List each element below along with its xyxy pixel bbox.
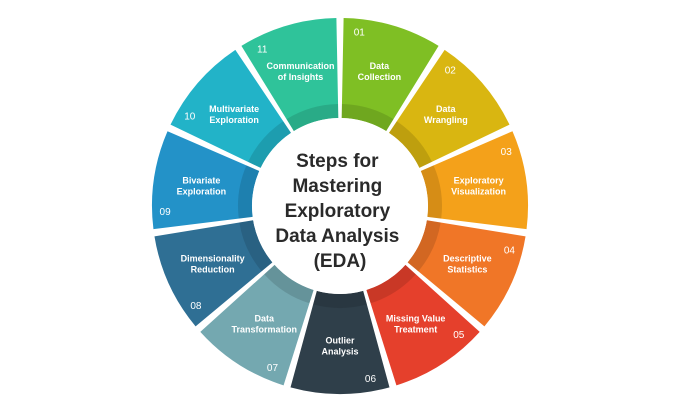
step-segment-shape: [152, 131, 260, 230]
step-segment-shape: [366, 264, 480, 386]
step-label-line: Data: [370, 61, 391, 71]
step-label-line: Exploratory: [454, 176, 504, 186]
step-number-06: 06: [365, 374, 377, 385]
step-segment-inner-shade: [420, 165, 443, 219]
step-label-line: of Insights: [278, 72, 324, 82]
step-segment-shape: [170, 49, 292, 168]
step-number-01: 01: [354, 28, 366, 39]
step-segment-inner-shade: [239, 220, 273, 272]
step-label-line: Outlier: [325, 336, 355, 346]
center-title-line-4: Data Analysis: [275, 226, 399, 247]
step-label-line: Visualization: [451, 187, 506, 197]
step-segment-shape: [290, 290, 390, 394]
step-number-07: 07: [267, 363, 279, 374]
step-segment-inner-shade: [407, 220, 441, 272]
center-circle: [252, 118, 428, 294]
step-label-line: Transformation: [232, 324, 298, 334]
center-title-line-2: Mastering: [292, 176, 382, 197]
step-number-05: 05: [453, 330, 465, 341]
step-number-04: 04: [504, 245, 516, 256]
step-segment-inner-shade: [313, 290, 367, 308]
step-number-11: 11: [257, 45, 268, 56]
step-segment-inner-shade: [341, 104, 394, 132]
step-label-line: Dimensionality: [181, 254, 245, 264]
center-hub: Steps for Mastering Exploratory Data Ana…: [252, 118, 428, 294]
step-number-03: 03: [501, 147, 513, 158]
step-segment-shape: [341, 18, 439, 132]
center-title-line-1: Steps for: [296, 151, 379, 172]
step-label-line: Reduction: [191, 265, 235, 275]
step-segment-inner-shade: [238, 165, 260, 219]
step-segment-shape: [241, 18, 339, 132]
step-label-line: Data: [255, 313, 276, 323]
step-label-line: Exploration: [209, 115, 259, 125]
step-number-09: 09: [160, 207, 172, 218]
step-number-10: 10: [184, 112, 196, 123]
step-label-line: Wrangling: [424, 115, 468, 125]
center-title-line-3: Exploratory: [285, 201, 391, 222]
step-segment-inner-shade: [264, 264, 314, 304]
center-title: Steps for Mastering Exploratory Data Ana…: [275, 151, 404, 272]
step-number-08: 08: [190, 301, 202, 312]
step-segment-shape: [388, 49, 510, 168]
step-label-line: Statistics: [447, 265, 487, 275]
step-segment-shape: [200, 264, 314, 386]
step-segment-inner-shade: [286, 104, 339, 132]
step-label-line: Communication: [267, 61, 335, 71]
step-segment-shape: [154, 220, 273, 327]
step-segment-inner-shade: [366, 264, 416, 304]
step-segment-inner-shade: [248, 121, 292, 168]
step-segment-inner-shade: [388, 121, 432, 168]
step-label-line: Descriptive: [443, 254, 492, 264]
step-label-line: Data: [436, 104, 457, 114]
step-label-line: Bivariate: [182, 176, 220, 186]
step-label-line: Analysis: [321, 347, 358, 357]
center-title-line-5: (EDA): [314, 251, 367, 272]
step-label-line: Exploration: [177, 187, 227, 197]
step-label-line: Treatment: [394, 324, 437, 334]
step-number-02: 02: [445, 66, 457, 77]
step-segment-shape: [420, 131, 529, 230]
step-segment-shape: [407, 220, 526, 327]
step-label-line: Missing Value: [386, 313, 446, 323]
step-label-line: Collection: [358, 72, 402, 82]
step-label-line: Multivariate: [209, 104, 259, 114]
